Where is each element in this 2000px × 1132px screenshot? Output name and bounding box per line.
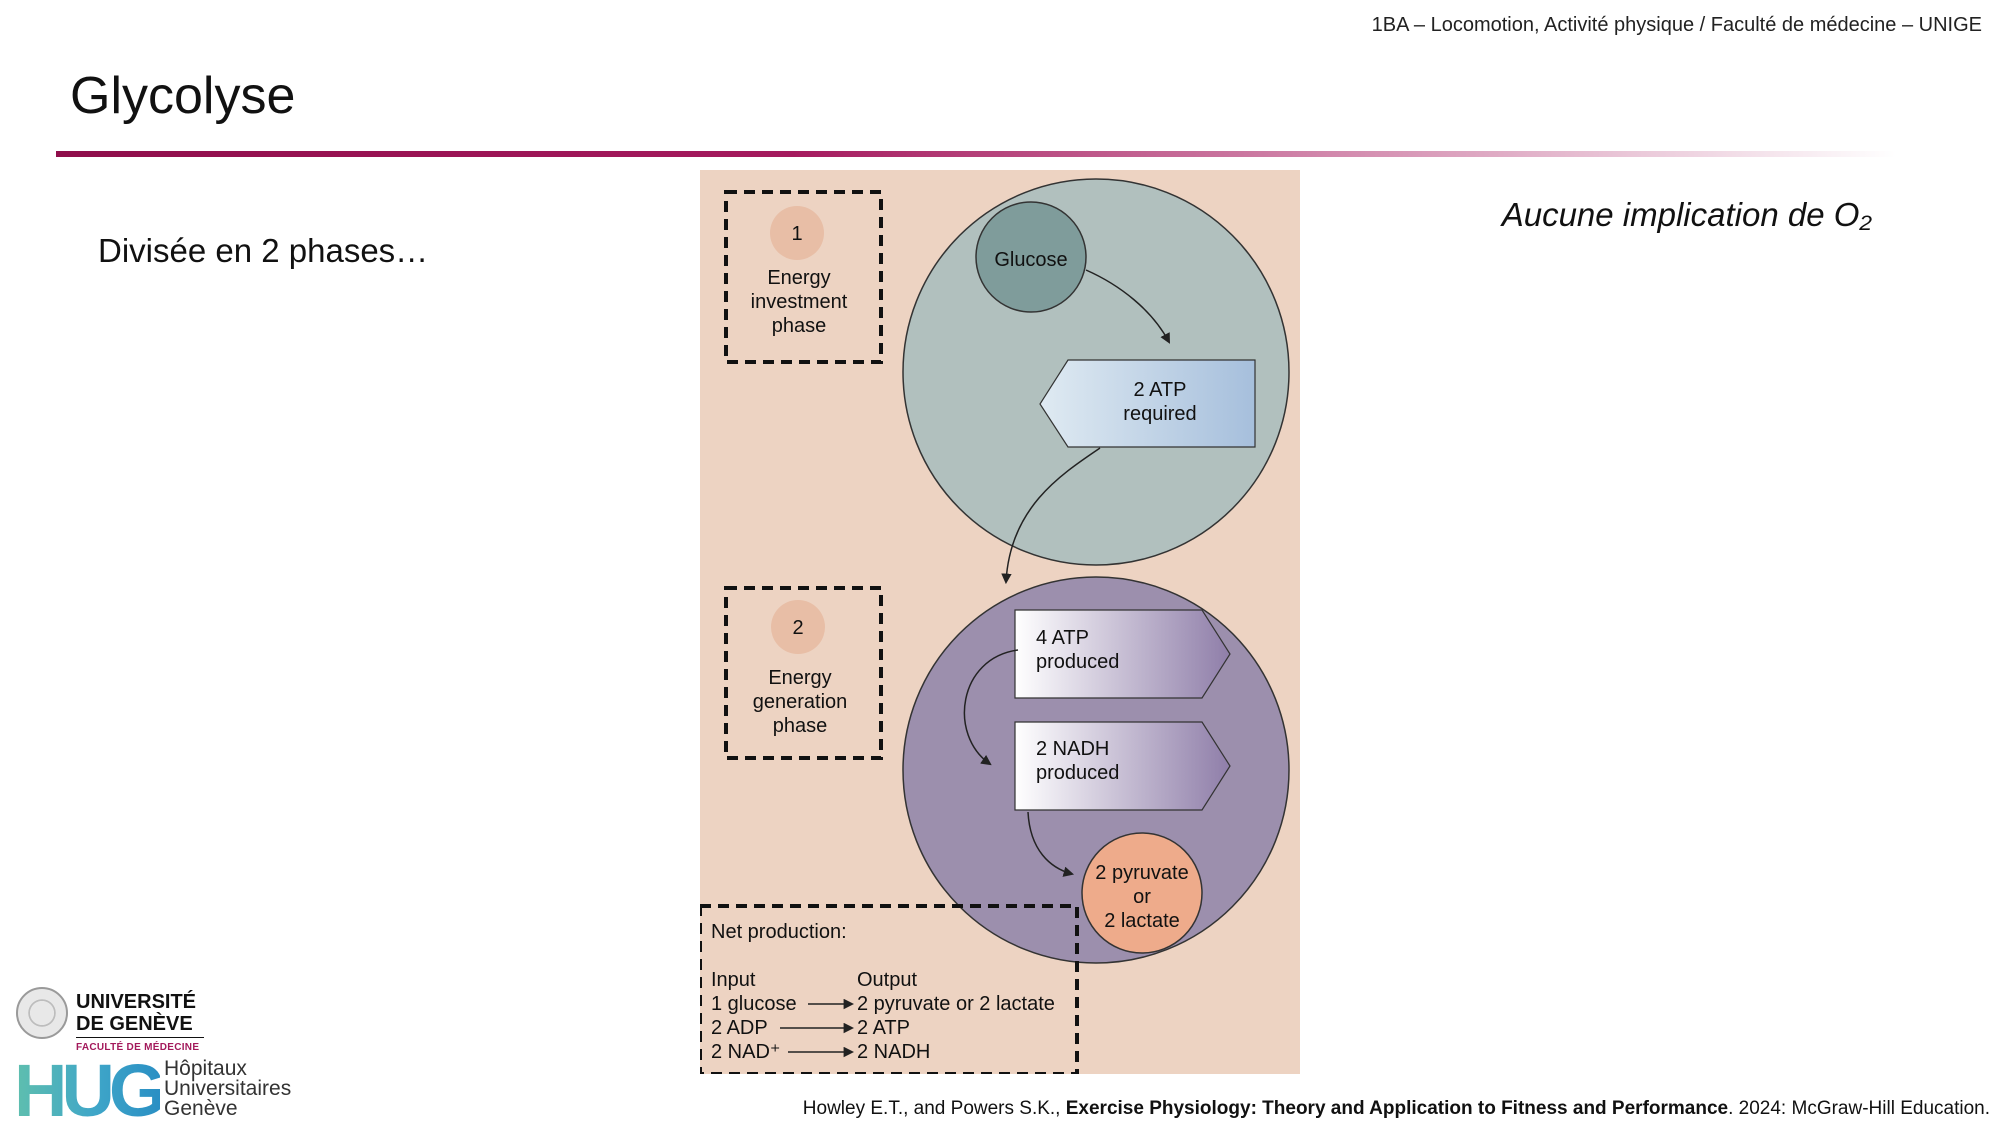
output-header: Output: [857, 969, 917, 991]
intro-text: Divisée en 2 phases…: [98, 232, 429, 269]
glucose-label: Glucose: [994, 249, 1067, 271]
net-row-3-output: 2 NADH: [857, 1041, 930, 1063]
unige-line2: DE GENÈVE: [76, 1013, 193, 1035]
input-header: Input: [711, 969, 756, 991]
phase2-label-line3: phase: [773, 715, 828, 737]
nadh-produced-arrow: [1014, 721, 1231, 811]
phase2-label-line1: Energy: [768, 667, 831, 689]
unige-seal-icon: [16, 987, 68, 1039]
institution-logos: UNIVERSITÉ DE GENÈVE FACULTÉ DE MÉDECINE…: [12, 985, 312, 1132]
phase1-label-line1: Energy: [767, 267, 830, 289]
hug-logo-text: Hôpitaux Universitaires Genève: [164, 1057, 292, 1120]
phase-transition-arrow: [1001, 447, 1101, 585]
unige-faculty: FACULTÉ DE MÉDECINE: [76, 1042, 200, 1053]
phase1-label-line2: investment: [751, 291, 848, 313]
unige-line1: UNIVERSITÉ: [76, 991, 197, 1013]
atp-to-nadh-arrow: [963, 649, 1019, 766]
pyruvate-line1: 2 pyruvate: [1095, 862, 1188, 884]
net-row-1-output: 2 pyruvate or 2 lactate: [857, 993, 1055, 1015]
title-divider: [56, 151, 1896, 157]
glucose-circle: [975, 201, 1087, 313]
net-row-3-input: 2 NAD⁺: [711, 1041, 780, 1063]
oxygen-note: Aucune implication de O₂: [1501, 196, 1872, 233]
citation-authors: Howley E.T., and Powers S.K.,: [802, 1098, 1066, 1119]
phase2-badge: [771, 600, 825, 654]
unige-logo-text: UNIVERSITÉ DE GENÈVE: [76, 991, 196, 1035]
net-row-1-input: 1 glucose: [711, 993, 797, 1015]
nadh-produced-line2: produced: [1036, 762, 1119, 784]
pyruvate-circle: [1081, 832, 1203, 954]
atp-required-line2: required: [1123, 403, 1196, 425]
phase1-label-line3: phase: [772, 315, 827, 337]
phase2-label-line2: generation: [753, 691, 848, 713]
glycolysis-figure: Glucose 2 ATP required 1 Energy investme…: [700, 170, 1300, 1074]
net-row-2-input: 2 ADP: [711, 1017, 768, 1039]
pyruvate-line2: or: [1133, 886, 1151, 908]
atp-produced-line1: 4 ATP: [1036, 627, 1089, 649]
course-header: 1BA – Locomotion, Activité physique / Fa…: [1371, 14, 1982, 36]
phase1-number: 1: [791, 223, 802, 245]
glucose-to-atp-arrow: [1085, 269, 1170, 344]
hug-line2: Universitaires: [164, 1077, 292, 1100]
pyruvate-line3: 2 lactate: [1104, 910, 1180, 932]
phase2-number: 2: [792, 617, 803, 639]
hug-logo-mark: HUG: [14, 1049, 166, 1132]
net-production-title: Net production:: [711, 921, 847, 943]
citation-rest: . 2024: McGraw-Hill Education.: [1728, 1098, 1990, 1119]
nadh-to-pyruvate-arrow: [1027, 811, 1075, 877]
hug-line1: Hôpitaux: [164, 1057, 247, 1080]
atp-produced-line2: produced: [1036, 651, 1119, 673]
atp-produced-arrow: [1014, 609, 1231, 699]
hug-line3: Genève: [164, 1097, 238, 1120]
phase1-box: [724, 190, 883, 364]
phase1-badge: [770, 206, 824, 260]
atp-required-line1: 2 ATP: [1134, 379, 1187, 401]
net-production-box: [700, 904, 1079, 1074]
citation-book: Exercise Physiology: Theory and Applicat…: [1065, 1098, 1729, 1119]
slide-title: Glycolyse: [70, 67, 296, 125]
phase2-box: [724, 586, 883, 760]
nadh-produced-line1: 2 NADH: [1036, 738, 1109, 760]
net-row-2-output: 2 ATP: [857, 1017, 910, 1039]
atp-required-arrow: [1039, 359, 1256, 448]
citation: Howley E.T., and Powers S.K., Exercise P…: [803, 1098, 1990, 1120]
glycolysis-diagram: Glucose 2 ATP required 1 Energy investme…: [700, 170, 1300, 1074]
unige-rule: [76, 1037, 204, 1038]
